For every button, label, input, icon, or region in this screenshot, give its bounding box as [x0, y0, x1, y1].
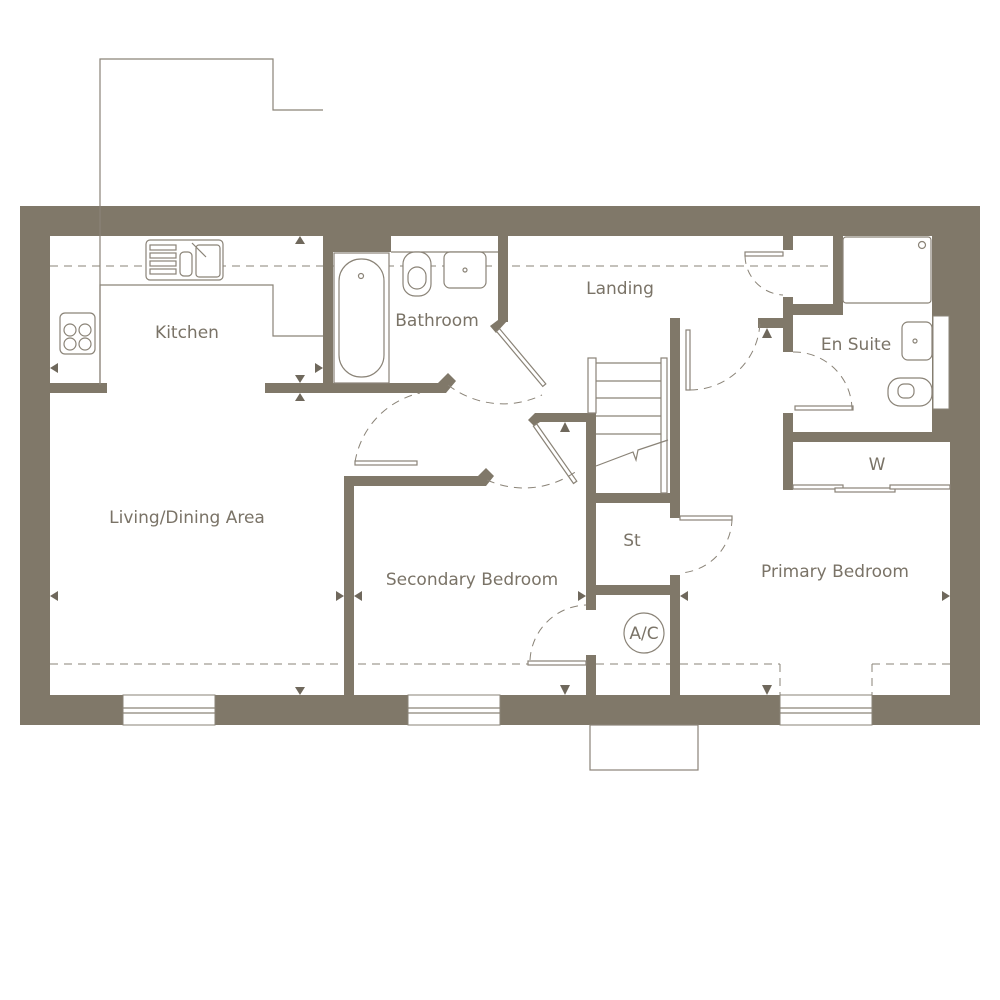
door-airing-cupboard	[527, 660, 587, 666]
staircase[interactable]	[587, 357, 669, 494]
windows	[122, 315, 950, 726]
door-living	[354, 460, 418, 466]
door-store	[679, 515, 733, 521]
window-en-suite	[932, 315, 950, 410]
shower-icon	[842, 236, 932, 304]
porch-canopy	[589, 724, 699, 771]
room-label-landing: Landing	[586, 279, 654, 299]
en-suite-toilet-icon	[887, 377, 933, 407]
basin-icon	[443, 251, 487, 289]
door-en-suite	[794, 405, 854, 411]
bath-icon	[333, 252, 390, 384]
airing-cupboard-marker	[623, 612, 665, 654]
room-label-living-dining: Living/Dining Area	[109, 508, 265, 528]
room-label-wardrobe: W	[869, 455, 886, 475]
interior-walls	[50, 236, 950, 695]
kitchen-worktop	[99, 58, 323, 385]
window-living	[122, 694, 216, 726]
doors[interactable]	[354, 251, 854, 666]
room-label-en-suite: En Suite	[821, 335, 891, 355]
kitchen-worktop-edge	[99, 284, 323, 383]
door-bathroom	[495, 327, 547, 388]
wardrobe-doors[interactable]	[792, 484, 951, 493]
dimension-arrows	[50, 236, 950, 695]
sink-icon	[145, 239, 224, 281]
room-label-airing-cupboard: A/C	[629, 624, 658, 644]
toilet-icon	[402, 251, 432, 297]
hob-icon	[59, 312, 96, 355]
window-secondary-bedroom	[407, 694, 501, 726]
room-label-store: St	[623, 531, 641, 551]
room-label-bathroom: Bathroom	[395, 311, 479, 331]
door-secondary-bedroom	[532, 423, 578, 485]
en-suite-basin-icon	[901, 321, 933, 361]
window-primary-bedroom	[779, 694, 873, 726]
room-label-primary-bedroom: Primary Bedroom	[761, 562, 909, 582]
room-label-kitchen: Kitchen	[155, 323, 219, 343]
door-en-suite-shower	[744, 251, 784, 257]
door-primary-bedroom	[685, 329, 691, 391]
room-label-secondary-bedroom: Secondary Bedroom	[386, 570, 558, 590]
